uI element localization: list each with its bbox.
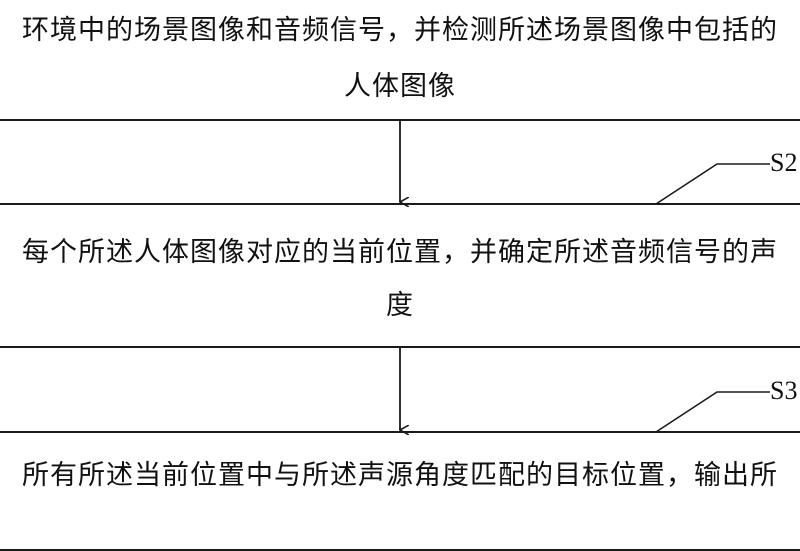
step-2-text-line-2: 度 [386,290,414,321]
step-1-text-line-2: 人体图像 [344,71,456,102]
step-3-text-line-1: 所有所述当前位置中与所述声源角度匹配的目标位置，输出所 [22,460,778,491]
flow-connectors [0,121,770,509]
step-label-s3: S3 [770,376,798,405]
step-label-s2: S2 [770,148,798,177]
step-box-1 [0,0,800,121]
step-2-text-line-1: 每个所述人体图像对应的当前位置，并确定所述音频信号的声 [22,237,778,268]
leader-line-s3 [655,391,770,433]
step-1-text-line-1: 环境中的场景图像和音频信号，并检测所述场景图像中包括的 [22,15,778,46]
leader-line-s2 [655,163,770,205]
